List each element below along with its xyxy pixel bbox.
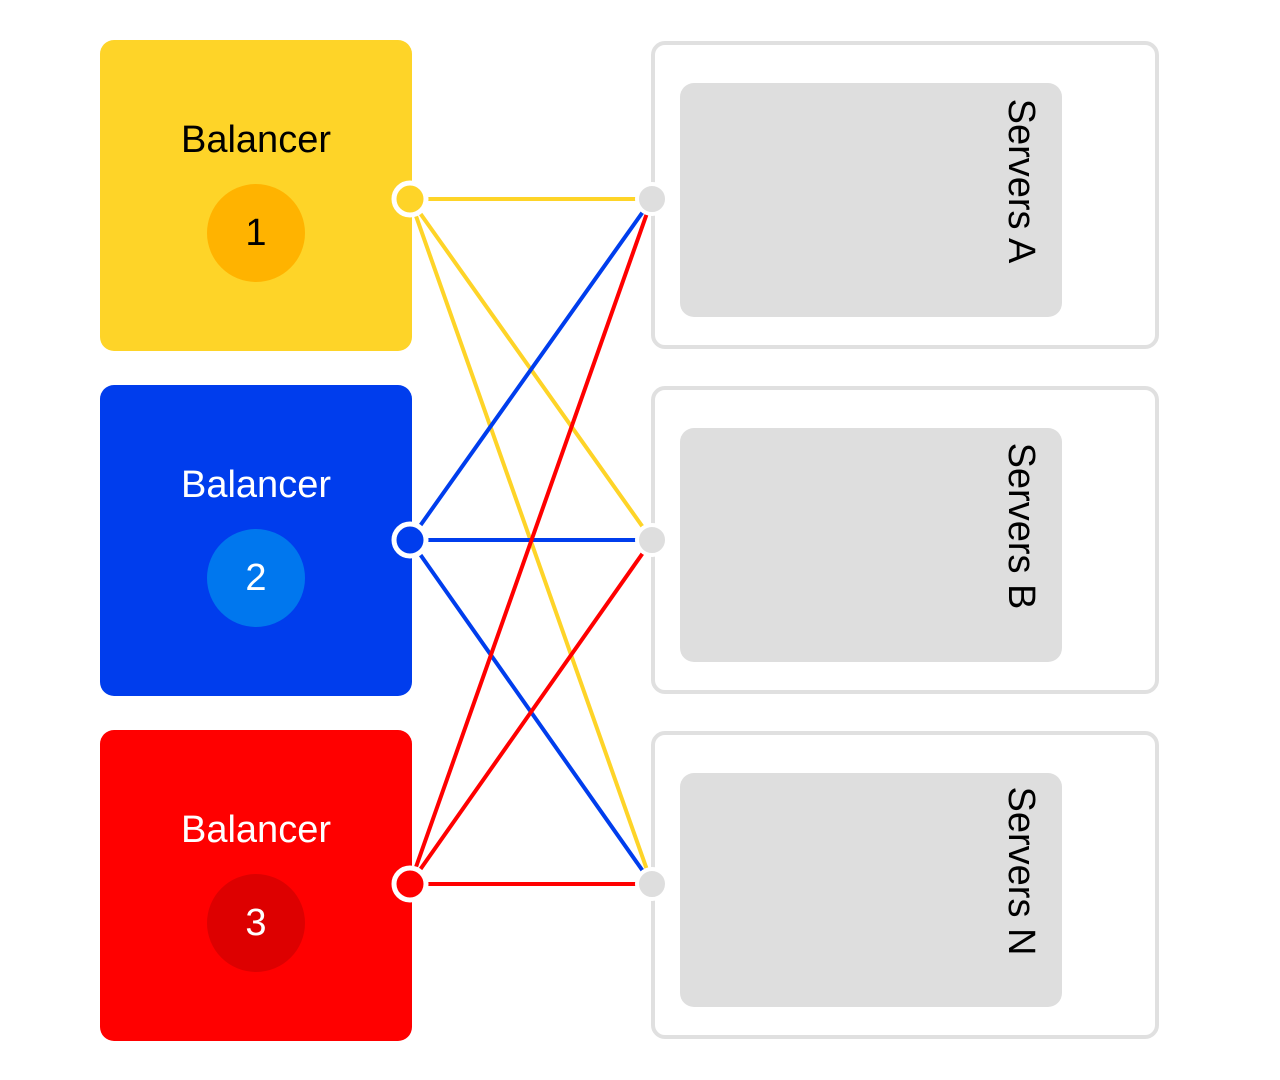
servers-n-label: Servers N (1000, 786, 1042, 956)
balancer-1-box: Balancer 1 (100, 40, 412, 351)
balancer-3-title: Balancer (181, 809, 331, 851)
balancer-3-box: Balancer 3 (100, 730, 412, 1041)
connection-line-1-to-b (408, 197, 654, 542)
connection-line-3-to-a (408, 198, 654, 885)
servers-n-group: Servers N (651, 731, 1159, 1039)
balancer-1-title: Balancer (181, 119, 331, 161)
balancer-3-badge: 3 (207, 874, 305, 972)
connection-line-3-to-b (408, 538, 654, 886)
balancer-1-badge: 1 (207, 184, 305, 282)
connection-line-2-to-n (408, 538, 654, 886)
balancer-2-title: Balancer (181, 464, 331, 506)
servers-a-label: Servers A (1000, 98, 1042, 264)
balancer-2-box: Balancer 2 (100, 385, 412, 696)
connection-line-2-to-a (408, 197, 654, 542)
servers-a-group: Servers A (651, 41, 1159, 349)
balancer-2-badge: 2 (207, 529, 305, 627)
servers-n-panel (680, 773, 1062, 1007)
servers-b-group: Servers B (651, 386, 1159, 694)
servers-a-panel (680, 83, 1062, 317)
servers-b-panel (680, 428, 1062, 662)
servers-b-label: Servers B (1000, 442, 1042, 610)
connection-line-1-to-n (408, 198, 654, 885)
